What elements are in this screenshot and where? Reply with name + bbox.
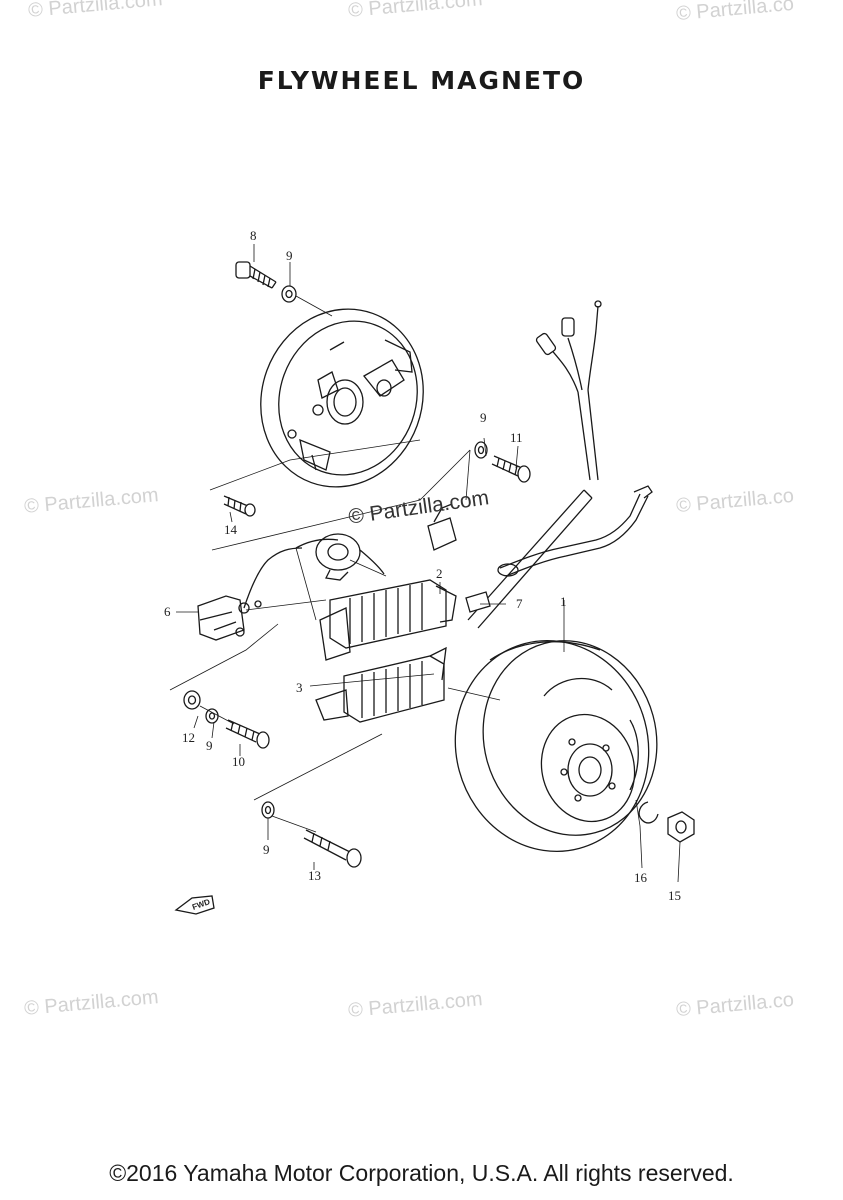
lock-washer-16: [638, 801, 659, 824]
washer-9-right: [474, 441, 488, 459]
callout-9-bottom: 9: [263, 842, 270, 857]
callout-8: 8: [250, 228, 257, 243]
washer-9-left: [205, 708, 219, 724]
callout-1: 1: [560, 594, 567, 609]
stator-base-plate: [260, 308, 424, 488]
callout-6: 6: [164, 604, 171, 619]
callout-2: 2: [436, 566, 443, 581]
washer-9-bottom: [261, 801, 275, 819]
bolt-13: [303, 829, 362, 868]
callout-15: 15: [668, 888, 681, 903]
callout-16: 16: [634, 870, 647, 885]
callout-7: 7: [516, 596, 523, 611]
screw-14: [223, 495, 256, 517]
callout-12: 12: [182, 730, 195, 745]
pickup-coil-4: [295, 503, 457, 581]
diagram-title: FLYWHEEL MAGNETO: [257, 66, 586, 95]
callout-9-right: 9: [480, 410, 487, 425]
callout-9-left: 9: [206, 738, 213, 753]
callout-11: 11: [510, 430, 523, 445]
copyright-footer: ©2016 Yamaha Motor Corporation, U.S.A. A…: [109, 1160, 734, 1186]
callout-9-top: 9: [286, 248, 293, 263]
screw-11: [491, 455, 531, 483]
assembly-lines: [169, 244, 681, 883]
callout-14: 14: [224, 522, 237, 537]
bolt-8: [235, 261, 277, 289]
lighting-coil-3: [315, 646, 447, 723]
screw-10: [225, 719, 270, 749]
charge-coil-2: [319, 579, 457, 661]
washer-9-top: [281, 285, 297, 303]
callout-3: 3: [296, 680, 303, 695]
callout-10: 10: [232, 754, 245, 769]
washer-12: [183, 690, 201, 710]
nut-15: [667, 811, 695, 843]
fwd-arrow-icon: [174, 895, 215, 915]
callout-13: 13: [308, 868, 321, 883]
rotor-flywheel-1: [454, 639, 658, 853]
pulser-6: [197, 547, 303, 641]
wire-harness: [465, 300, 653, 629]
